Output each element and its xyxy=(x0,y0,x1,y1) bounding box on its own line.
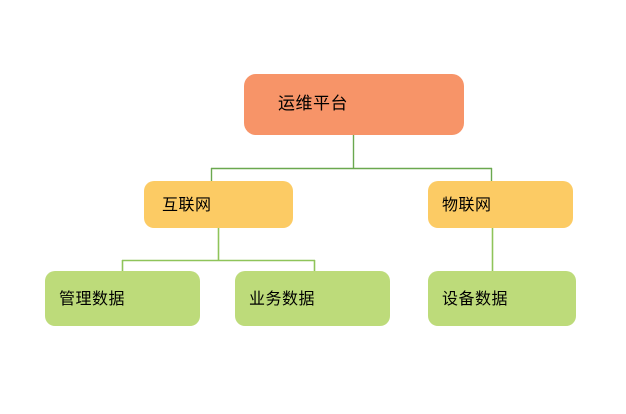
node-internet-label: 互联网 xyxy=(162,194,212,214)
node-device-data-label: 设备数据 xyxy=(442,288,509,308)
node-iot-label: 物联网 xyxy=(442,194,492,214)
node-business-data[interactable]: 业务数据 xyxy=(235,271,390,326)
node-device-data[interactable]: 设备数据 xyxy=(428,271,576,326)
node-management-data-label: 管理数据 xyxy=(59,288,126,308)
node-root[interactable]: 运维平台 xyxy=(244,74,464,135)
node-internet[interactable]: 互联网 xyxy=(144,181,293,228)
node-business-data-label: 业务数据 xyxy=(249,288,316,308)
node-management-data[interactable]: 管理数据 xyxy=(45,271,200,326)
node-root-label: 运维平台 xyxy=(278,94,348,115)
node-iot[interactable]: 物联网 xyxy=(428,181,573,228)
